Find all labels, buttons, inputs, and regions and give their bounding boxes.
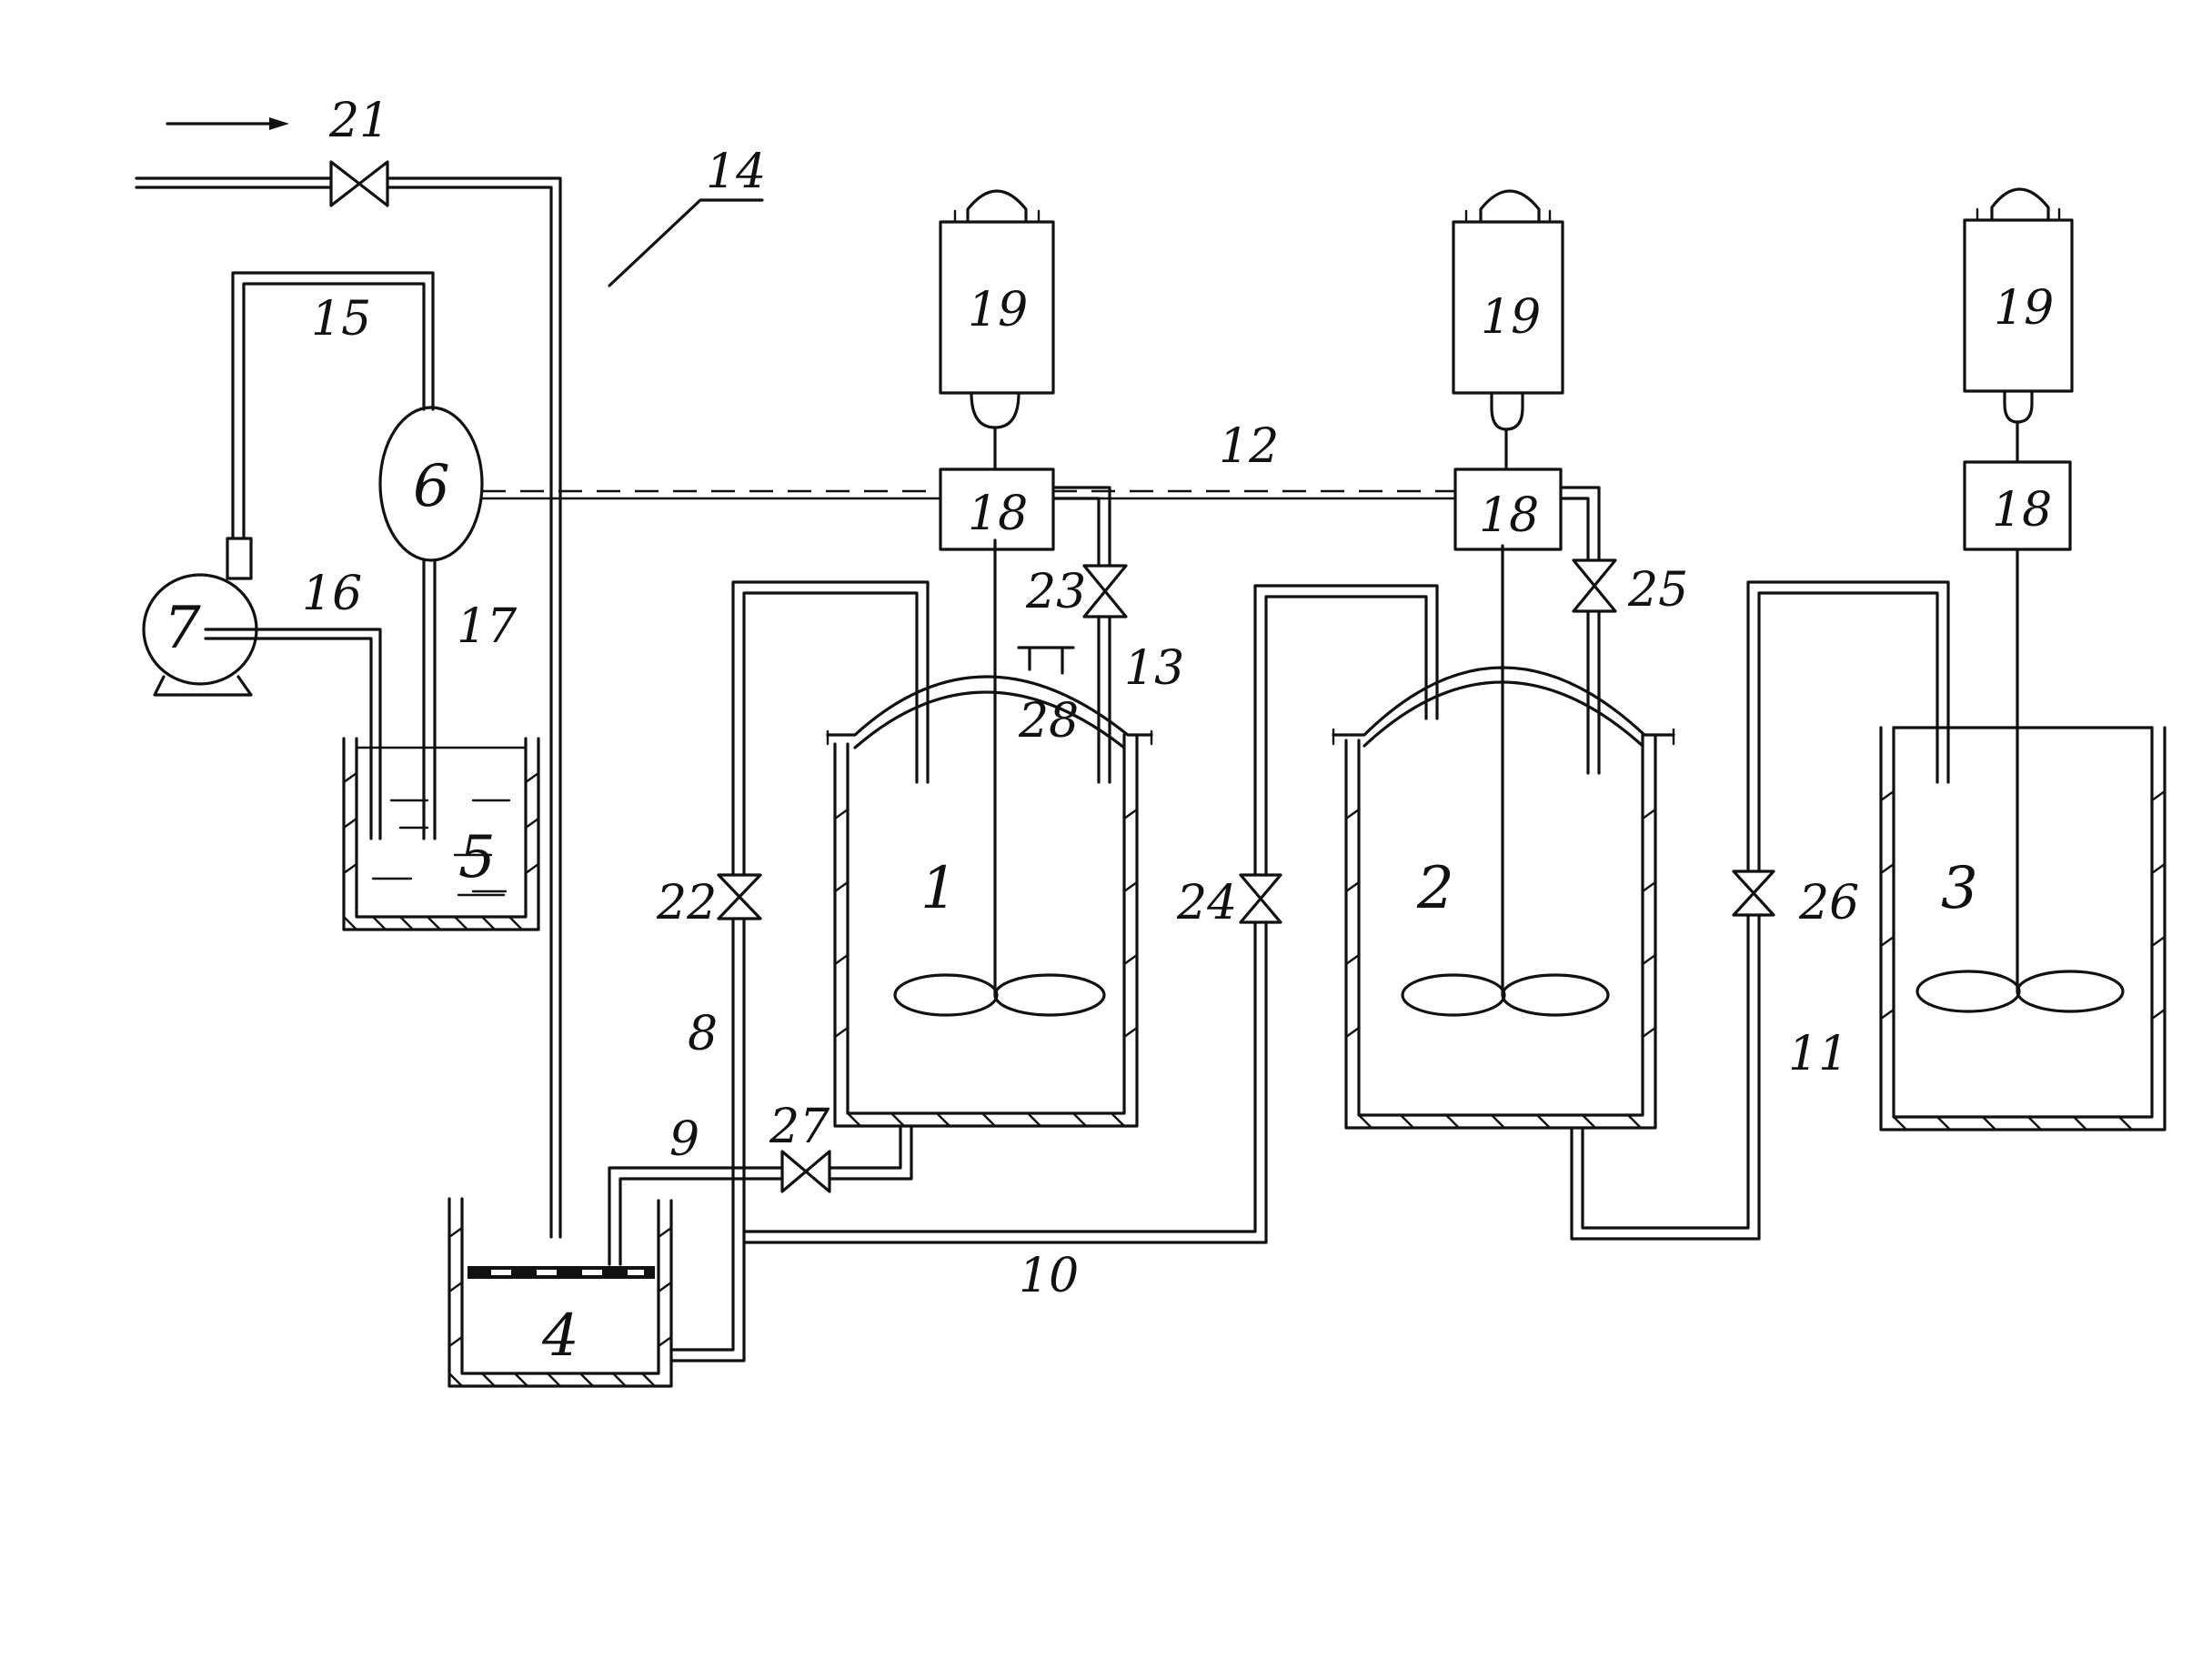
inlet-flow-arrow bbox=[166, 117, 289, 130]
label-motor-19-b: 19 bbox=[1481, 290, 1541, 345]
label-valve-23: 23 bbox=[1025, 565, 1086, 619]
label-valve-21: 21 bbox=[328, 94, 389, 148]
valve-27[interactable] bbox=[780, 1150, 831, 1193]
pipe-24-upper bbox=[1253, 584, 1439, 877]
pipe-13 bbox=[1051, 486, 1111, 784]
motor-19-a bbox=[939, 189, 1055, 471]
vessel-3 bbox=[1879, 726, 2167, 1131]
pipe-15 bbox=[231, 271, 435, 540]
vessel-1-impeller bbox=[893, 973, 1106, 1017]
label-pipe-16: 16 bbox=[302, 567, 362, 621]
pipe-16 bbox=[204, 628, 382, 840]
vessel-3-impeller bbox=[1915, 970, 2125, 1013]
tank-4 bbox=[447, 1197, 673, 1388]
valve-25[interactable] bbox=[1572, 558, 1617, 613]
valve-26[interactable] bbox=[1732, 870, 1775, 917]
label-port-28: 28 bbox=[1018, 694, 1079, 749]
port-28 bbox=[1017, 646, 1075, 675]
label-pump-7: 7 bbox=[164, 595, 201, 662]
pipe-10 bbox=[742, 920, 1268, 1244]
pipe-25 bbox=[1559, 486, 1601, 775]
label-valve-25: 25 bbox=[1627, 563, 1688, 618]
label-pipe-11: 11 bbox=[1788, 1027, 1848, 1081]
vessel-1-drain bbox=[828, 1124, 913, 1181]
label-valve-27: 27 bbox=[769, 1100, 830, 1154]
motor-19-c bbox=[1963, 187, 2074, 464]
label-pipe-17: 17 bbox=[457, 599, 518, 654]
label-pipe-15: 15 bbox=[311, 292, 371, 347]
label-tank-4: 4 bbox=[541, 1302, 579, 1370]
gearbox-18-b bbox=[1453, 468, 1563, 551]
gearbox-18-a bbox=[939, 468, 1055, 551]
label-pipe-8: 8 bbox=[688, 1007, 718, 1061]
tank-5 bbox=[342, 737, 540, 931]
label-line-12: 12 bbox=[1219, 419, 1279, 474]
label-gearbox-18-a: 18 bbox=[968, 487, 1028, 541]
pipe-11 bbox=[1570, 913, 1761, 1241]
label-vessel-1: 1 bbox=[920, 855, 958, 922]
vessel-1 bbox=[826, 675, 1153, 1128]
label-pointer-14: 14 bbox=[706, 145, 766, 199]
label-vessel-2: 2 bbox=[1416, 855, 1454, 922]
label-pipe-10: 10 bbox=[1019, 1249, 1079, 1303]
label-vessel-3: 3 bbox=[1941, 855, 1978, 922]
sensor-6 bbox=[378, 406, 484, 562]
valve-22[interactable] bbox=[717, 873, 762, 920]
label-motor-19-c: 19 bbox=[1994, 281, 2054, 336]
label-gearbox-18-b: 18 bbox=[1479, 488, 1539, 543]
pipe-17 bbox=[422, 558, 437, 840]
inlet-pipe bbox=[135, 176, 562, 1239]
valve-23[interactable] bbox=[1082, 564, 1128, 618]
label-tank-5: 5 bbox=[458, 824, 496, 891]
label-valve-26: 26 bbox=[1798, 876, 1859, 930]
pipe-9 bbox=[608, 1166, 784, 1266]
valve-21[interactable] bbox=[329, 160, 389, 207]
label-valve-24: 24 bbox=[1176, 876, 1237, 930]
motor-19-b bbox=[1452, 189, 1564, 471]
label-gearbox-18-c: 18 bbox=[1992, 483, 2052, 538]
label-pipe-13: 13 bbox=[1124, 641, 1184, 696]
pipe-8-upper bbox=[731, 580, 930, 877]
pipe-8-lower bbox=[669, 917, 746, 1362]
label-sensor-6: 6 bbox=[413, 453, 450, 520]
label-valve-22: 22 bbox=[656, 876, 717, 930]
valve-24[interactable] bbox=[1239, 873, 1282, 924]
label-motor-19-a: 19 bbox=[968, 283, 1028, 337]
pointer-line-14 bbox=[608, 198, 764, 287]
label-pipe-9: 9 bbox=[669, 1112, 699, 1167]
vessel-2-impeller bbox=[1401, 973, 1610, 1017]
pipe-26-upper bbox=[1746, 580, 1950, 873]
